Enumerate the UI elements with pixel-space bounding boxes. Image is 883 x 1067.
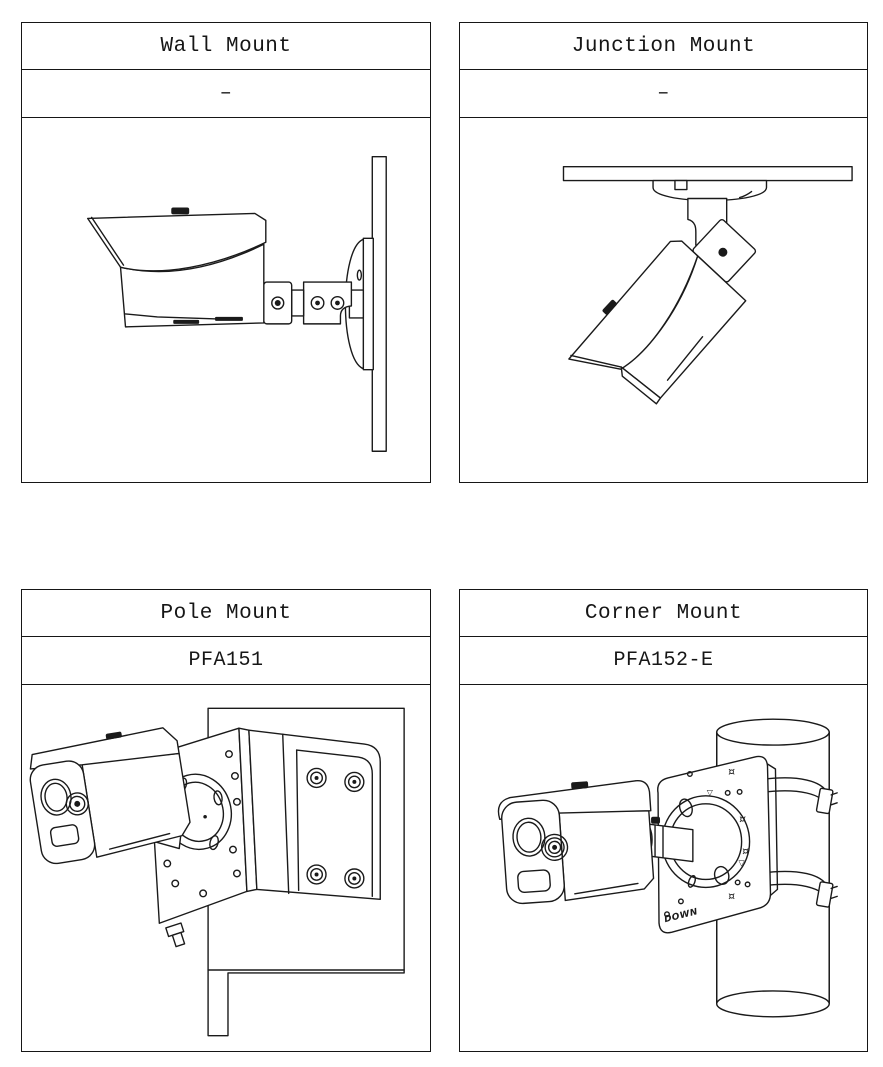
panel-model-junction-mount: – <box>460 70 867 118</box>
panel-title-pole-mount: Pole Mount <box>22 590 430 637</box>
junction-mount-panel: Junction Mount – <box>459 22 868 483</box>
panel-model-corner-mount: PFA152-E <box>460 637 867 685</box>
panel-title-wall-mount: Wall Mount <box>22 23 430 70</box>
pole-mount-drawing <box>29 707 405 1037</box>
corner-mount-drawing: ¤ ¤ ¤ ¤ ▽ ▽ DOWN <box>497 718 838 1018</box>
adapter-plate: ¤ ¤ ¤ ¤ ▽ ▽ DOWN <box>657 755 779 934</box>
pole-mount-figure <box>22 685 430 1051</box>
corner-mount-figure: ¤ ¤ ¤ ¤ ▽ ▽ DOWN <box>460 685 867 1051</box>
thermal-bullet-camera <box>497 779 655 905</box>
svg-text:▽: ▽ <box>707 788 714 797</box>
junction-mount-drawing <box>562 165 853 405</box>
bullet-camera-tilted <box>568 219 757 405</box>
pole-mount-panel: Pole Mount PFA151 <box>21 589 431 1052</box>
wall-mount-drawing <box>86 156 387 452</box>
svg-text:¤: ¤ <box>739 813 746 826</box>
bracket-arm <box>263 281 365 325</box>
svg-text:¤: ¤ <box>742 845 749 858</box>
panel-model-pole-mount: PFA151 <box>22 637 430 685</box>
svg-text:▽: ▽ <box>739 859 746 868</box>
junction-mount-figure <box>460 118 867 482</box>
wall-surface <box>371 156 387 452</box>
svg-text:¤: ¤ <box>728 889 735 902</box>
junction-board <box>562 165 853 182</box>
bullet-camera-side <box>86 207 267 328</box>
thermal-bullet-camera <box>29 727 191 865</box>
panel-title-corner-mount: Corner Mount <box>460 590 867 637</box>
svg-text:¤: ¤ <box>728 765 735 778</box>
panel-title-junction-mount: Junction Mount <box>460 23 867 70</box>
corner-mount-panel: Corner Mount PFA152-E <box>459 589 868 1052</box>
junction-box-plate <box>652 179 768 202</box>
panel-model-wall-mount: – <box>22 70 430 118</box>
corner-bracket <box>148 727 381 948</box>
wall-mount-panel: Wall Mount – <box>21 22 431 483</box>
wall-mount-figure <box>22 118 430 482</box>
pole-straps <box>757 777 838 908</box>
